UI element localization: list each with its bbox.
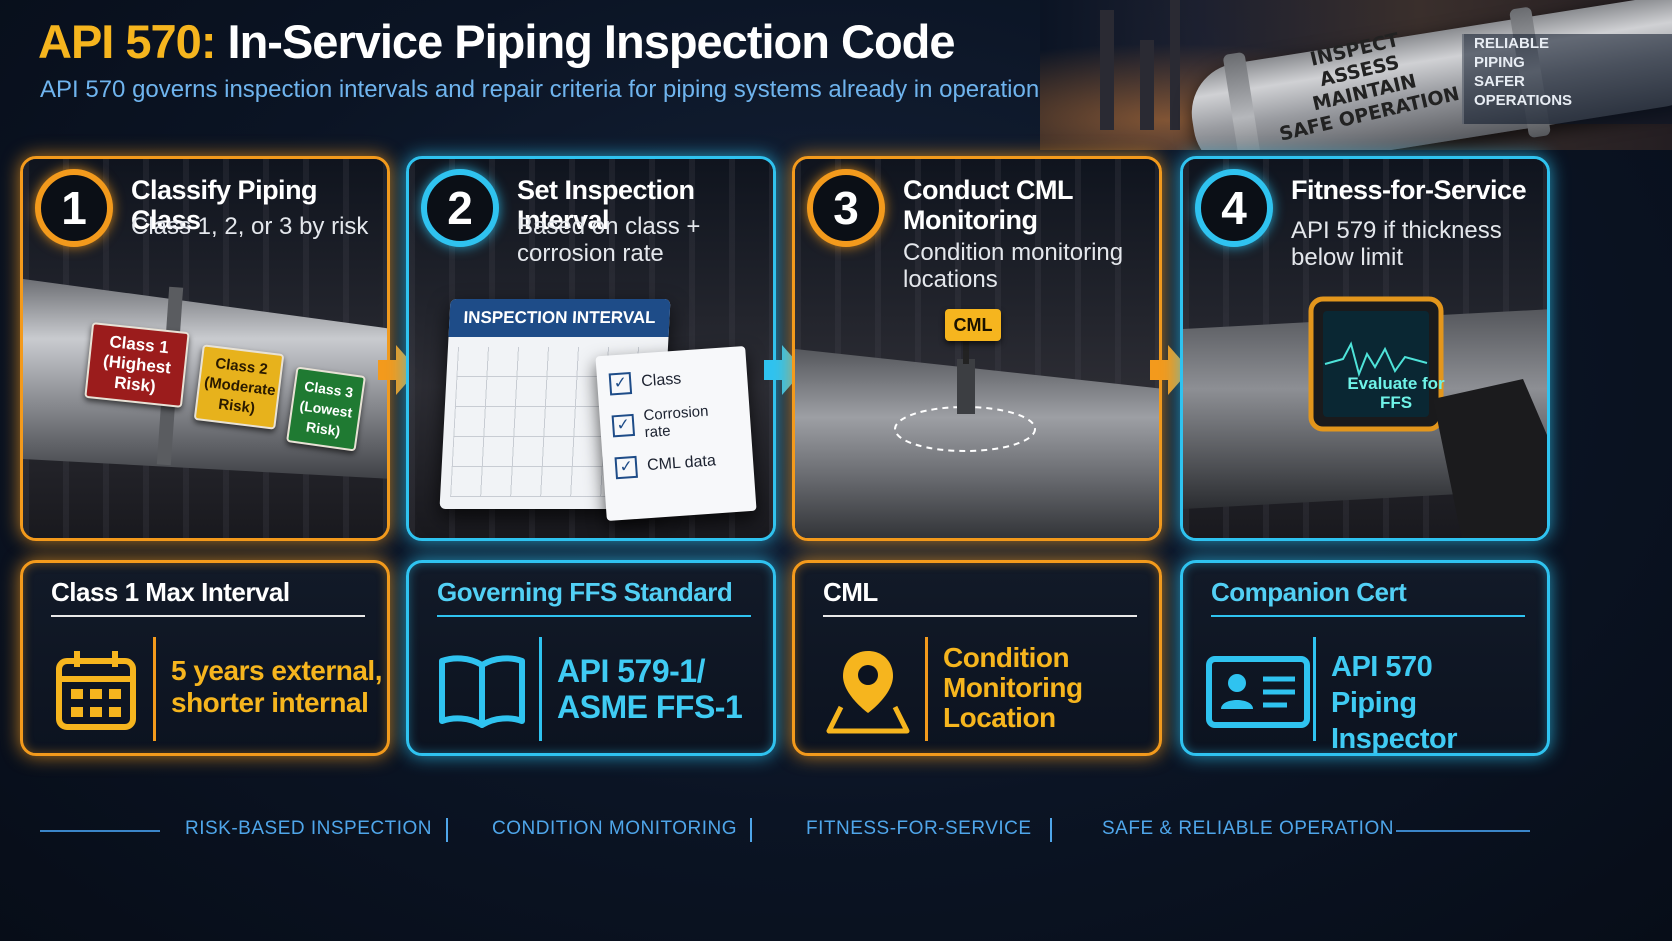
step-description: Based on class + corrosion rate bbox=[517, 213, 701, 267]
refinery-tower bbox=[1100, 10, 1114, 130]
step-title: Set Inspection Interval bbox=[517, 175, 695, 235]
page-subtitle: API 570 governs inspection intervals and… bbox=[40, 76, 1040, 103]
checkbox-checked-icon: ✓ bbox=[608, 372, 633, 396]
info-value: 5 years external, shorter internal bbox=[171, 655, 383, 718]
arrow-right-icon bbox=[1150, 345, 1190, 395]
step-title: Classify Piping Class bbox=[131, 175, 318, 235]
page-title: API 570: In-Service Piping Inspection Co… bbox=[38, 15, 956, 68]
step-number-3: 3 bbox=[807, 169, 885, 247]
step-title: Conduct CML Monitoring bbox=[903, 175, 1073, 235]
reliability-badge: RELIABLE PIPING SAFER OPERATIONS bbox=[1462, 34, 1672, 124]
refinery-tower bbox=[1140, 40, 1154, 130]
footer-line bbox=[1396, 830, 1530, 832]
calendar-header: INSPECTION INTERVAL bbox=[448, 299, 671, 337]
class-1-tag: Class 1 (Highest Risk) bbox=[84, 322, 190, 408]
checklist-card: ✓ Class ✓ Corrosion rate ✓ CML data bbox=[595, 345, 757, 522]
ffs-device-illustration bbox=[1183, 296, 1547, 538]
checklist-item: ✓ Class bbox=[608, 365, 736, 396]
checklist-label: Class bbox=[640, 370, 682, 391]
id-card-icon bbox=[1206, 656, 1310, 728]
vertical-divider bbox=[539, 637, 542, 741]
footer-separator bbox=[750, 818, 752, 842]
vertical-divider bbox=[925, 637, 928, 741]
arrow-right-icon bbox=[378, 345, 418, 395]
step-title: Fitness-for-Service bbox=[1291, 175, 1527, 205]
pipe-flange bbox=[1222, 51, 1265, 150]
checklist-label: Corrosion rate bbox=[642, 402, 709, 442]
location-pin-icon bbox=[826, 651, 910, 734]
info-card-cml: CML Condition Monitoring Location bbox=[792, 560, 1162, 756]
info-heading: Companion Cert bbox=[1211, 577, 1407, 607]
checkbox-checked-icon: ✓ bbox=[614, 455, 638, 480]
footer-item: CONDITION MONITORING bbox=[492, 818, 738, 839]
refinery-tower bbox=[1170, 0, 1180, 130]
footer-separator bbox=[1050, 818, 1052, 842]
step-number-2: 2 bbox=[421, 169, 499, 247]
step-number-1: 1 bbox=[35, 169, 113, 247]
book-icon bbox=[439, 655, 525, 728]
info-divider bbox=[51, 615, 365, 617]
info-heading: Governing FFS Standard bbox=[437, 577, 733, 607]
footer-item: FITNESS-FOR-SERVICE bbox=[806, 818, 1032, 839]
checklist-item: ✓ Corrosion rate bbox=[611, 401, 739, 444]
gloved-hand bbox=[1433, 379, 1547, 538]
cml-marker-tag: CML bbox=[945, 309, 1001, 341]
step-card-classify: 1 Classify Piping Class Class 1, 2, or 3… bbox=[20, 156, 390, 541]
info-heading: Class 1 Max Interval bbox=[51, 577, 290, 607]
footer-item: SAFE & RELIABLE OPERATION bbox=[1102, 818, 1394, 839]
footer-separator bbox=[446, 818, 448, 842]
step-card-interval: INSPECTION INTERVAL ✓ Class ✓ Corrosion … bbox=[406, 156, 776, 541]
vertical-divider bbox=[1313, 637, 1316, 741]
info-value: API 579-1/ ASME FFS-1 bbox=[557, 653, 743, 725]
pipe-body bbox=[795, 349, 1159, 538]
step-number-4: 4 bbox=[1195, 169, 1273, 247]
step-card-cml: CML 3 Conduct CML Monitoring Condition m… bbox=[792, 156, 1162, 541]
info-value: Condition Monitoring Location bbox=[943, 642, 1083, 733]
class-2-tag: Class 2 (Moderate Risk) bbox=[193, 344, 285, 430]
info-divider bbox=[823, 615, 1137, 617]
checklist-label: CML data bbox=[646, 452, 717, 475]
step-description: Condition monitoring locations bbox=[903, 239, 1124, 293]
vertical-divider bbox=[153, 637, 156, 741]
footer-item: RISK-BASED INSPECTION bbox=[185, 818, 432, 839]
class-3-tag: Class 3 (Lowest Risk) bbox=[286, 366, 366, 452]
arrow-right-icon bbox=[764, 345, 804, 395]
info-card-class1-interval: Class 1 Max Interval 5 years external, s… bbox=[20, 560, 390, 756]
checkbox-checked-icon: ✓ bbox=[611, 413, 635, 438]
device-readout: Evaluate for FFS bbox=[1347, 374, 1445, 412]
info-heading: CML bbox=[823, 577, 878, 607]
info-value: API 570 Piping Inspector bbox=[1331, 651, 1458, 755]
step-description: API 579 if thickness below limit bbox=[1291, 217, 1502, 271]
step-description: Class 1, 2, or 3 by risk bbox=[131, 213, 369, 240]
info-card-ffs-standard: Governing FFS Standard API 579-1/ ASME F… bbox=[406, 560, 776, 756]
checklist-item: ✓ CML data bbox=[614, 449, 742, 480]
probe-stem bbox=[963, 339, 969, 364]
cml-pipe-illustration bbox=[795, 339, 1159, 538]
info-divider bbox=[1211, 615, 1525, 617]
ut-probe bbox=[957, 359, 975, 414]
info-card-companion-cert: Companion Cert API 570 Piping Inspector bbox=[1180, 560, 1550, 756]
calendar-icon bbox=[56, 651, 136, 730]
step-card-ffs: Evaluate for FFS 4 Fitness-for-Service A… bbox=[1180, 156, 1550, 541]
footer-line bbox=[40, 830, 160, 832]
info-divider bbox=[437, 615, 751, 617]
footer-banner: RISK-BASED INSPECTION CONDITION MONITORI… bbox=[0, 818, 1672, 848]
waveform bbox=[1324, 341, 1428, 378]
